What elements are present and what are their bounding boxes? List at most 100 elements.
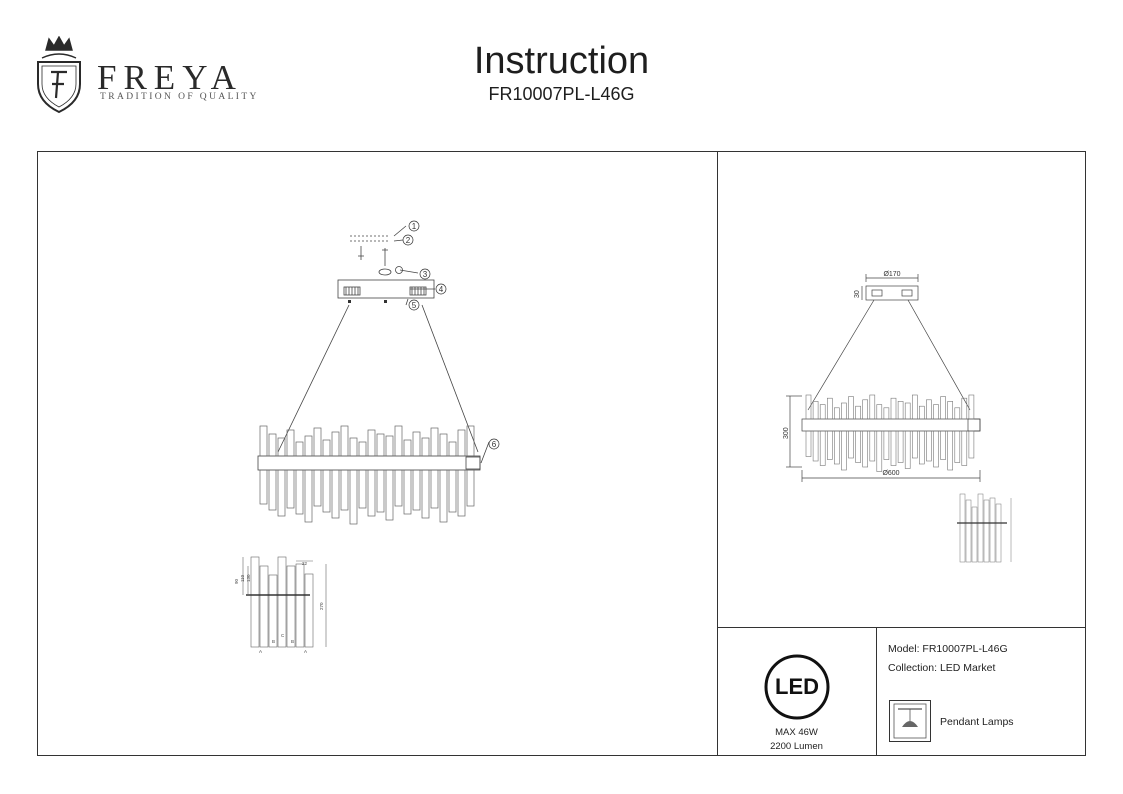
callout-2: 2 bbox=[402, 234, 414, 246]
svg-text:LED: LED bbox=[775, 674, 819, 699]
led-badge: LED bbox=[764, 654, 830, 720]
svg-text:6: 6 bbox=[492, 440, 497, 449]
crystal-rod bbox=[394, 425, 403, 457]
collection-line: Collection: LED Market bbox=[888, 662, 996, 674]
crystal-rods-bottom-right bbox=[805, 430, 975, 472]
crystal-rod bbox=[890, 430, 897, 466]
lumen-rating: 2200 Lumen bbox=[770, 741, 823, 752]
crystal-rod bbox=[855, 405, 861, 420]
crystal-rod bbox=[947, 430, 953, 471]
crystal-rod bbox=[876, 404, 883, 420]
crystal-rod bbox=[439, 469, 448, 523]
crystal-rod bbox=[268, 469, 277, 511]
crystal-rod bbox=[805, 430, 812, 457]
frame-divider-horizontal bbox=[717, 627, 1086, 628]
crystal-rod bbox=[954, 407, 961, 420]
crystal-detail-small bbox=[957, 493, 1012, 563]
crystal-rod bbox=[286, 429, 295, 457]
crystal-rod bbox=[457, 469, 466, 517]
drawing-frame bbox=[37, 151, 1086, 756]
crystal-rod bbox=[313, 427, 322, 457]
crystal-rod bbox=[430, 469, 439, 509]
crystal-rod bbox=[322, 439, 331, 457]
crystal-rod bbox=[834, 407, 840, 420]
lamp-type-label: Pendant Lamps bbox=[940, 716, 1014, 728]
crystal-rod bbox=[848, 396, 854, 420]
crystal-detail bbox=[242, 556, 327, 648]
crystal-rod bbox=[876, 430, 883, 472]
crystal-rod bbox=[968, 430, 975, 459]
lamp-type-box bbox=[889, 700, 931, 742]
crystal-rod bbox=[926, 430, 932, 462]
crystal-rod bbox=[862, 430, 868, 468]
model-line: Model: FR10007PL-L46G bbox=[888, 643, 1008, 655]
crystal-rod bbox=[940, 430, 946, 460]
crystal-rod bbox=[412, 469, 421, 511]
crystal-rod bbox=[812, 401, 819, 420]
brand-logo bbox=[37, 36, 81, 114]
crystal-rod bbox=[841, 430, 847, 471]
svg-text:1: 1 bbox=[412, 222, 417, 231]
dimension-drawing: Ø170 30 300 Ø600 bbox=[783, 271, 1012, 563]
crystal-rod bbox=[827, 397, 833, 420]
crystal-dim-270: 270 bbox=[319, 602, 324, 610]
crystal-rod bbox=[819, 430, 826, 466]
crystal-rod bbox=[805, 394, 812, 420]
crystal-rod bbox=[883, 430, 890, 460]
crystal-dim-110: 110 bbox=[240, 574, 245, 582]
crystal-rod bbox=[855, 430, 861, 463]
crystal-rod bbox=[304, 435, 313, 457]
crystal-rods-bottom bbox=[259, 469, 475, 525]
height-label: 300 bbox=[783, 427, 790, 439]
svg-text:2: 2 bbox=[406, 236, 411, 245]
crystal-rod bbox=[919, 405, 925, 420]
crystal-rod bbox=[340, 425, 349, 457]
frame-divider-info bbox=[876, 627, 877, 756]
crystal-rod bbox=[869, 430, 876, 462]
crystal-rod bbox=[286, 469, 295, 509]
crystal-rod bbox=[961, 430, 968, 466]
page-title: Instruction bbox=[473, 40, 650, 82]
canopy-height-label: 30 bbox=[854, 290, 861, 298]
crystal-rod bbox=[869, 394, 876, 420]
crystal-label-a1: A bbox=[259, 649, 262, 654]
crystal-label-a2: A bbox=[304, 649, 307, 654]
crystal-rod bbox=[268, 433, 277, 457]
crystal-rod bbox=[919, 430, 925, 465]
svg-text:5: 5 bbox=[412, 301, 417, 310]
diameter-label: Ø600 bbox=[882, 470, 899, 477]
crystal-dim-90: 90 bbox=[234, 578, 239, 584]
pendant-lamp-icon bbox=[893, 703, 927, 739]
crystal-rod bbox=[841, 402, 847, 420]
svg-text:3: 3 bbox=[423, 270, 428, 279]
crystal-dim-22: 22 bbox=[302, 561, 308, 566]
crystal-rod bbox=[457, 429, 466, 457]
crystal-rod bbox=[926, 399, 932, 420]
crystal-rod bbox=[304, 469, 313, 523]
crystal-rod bbox=[848, 430, 854, 459]
callout-5: 5 bbox=[408, 299, 420, 311]
crystal-rod bbox=[961, 397, 968, 420]
crystal-rod bbox=[827, 430, 833, 460]
crystal-rod bbox=[430, 427, 439, 457]
crystal-rod bbox=[890, 397, 897, 420]
callout-3: 3 bbox=[419, 268, 431, 280]
crystal-rod bbox=[421, 469, 430, 519]
crystal-rod bbox=[466, 425, 475, 457]
crystal-label-b2: B bbox=[291, 639, 294, 644]
crystal-rod bbox=[385, 435, 394, 457]
crystal-rods-top bbox=[259, 425, 475, 457]
brand-tagline: TRADITION OF QUALITY bbox=[100, 92, 259, 102]
crystal-rod bbox=[295, 469, 304, 515]
assembly-drawing: 1 2 3 4 5 6 90 110 130 270 22 A B C B A bbox=[234, 220, 500, 654]
crystal-rod bbox=[968, 394, 975, 420]
crystal-rod bbox=[376, 469, 385, 513]
crystal-rod bbox=[412, 431, 421, 457]
crystal-rod bbox=[812, 430, 819, 462]
crystal-rod bbox=[439, 433, 448, 457]
crystal-rod bbox=[403, 469, 412, 515]
crystal-rod bbox=[322, 469, 331, 513]
canopy-diameter-label: Ø170 bbox=[883, 271, 900, 278]
crystal-rod bbox=[904, 402, 911, 420]
power-rating: MAX 46W bbox=[775, 727, 818, 738]
